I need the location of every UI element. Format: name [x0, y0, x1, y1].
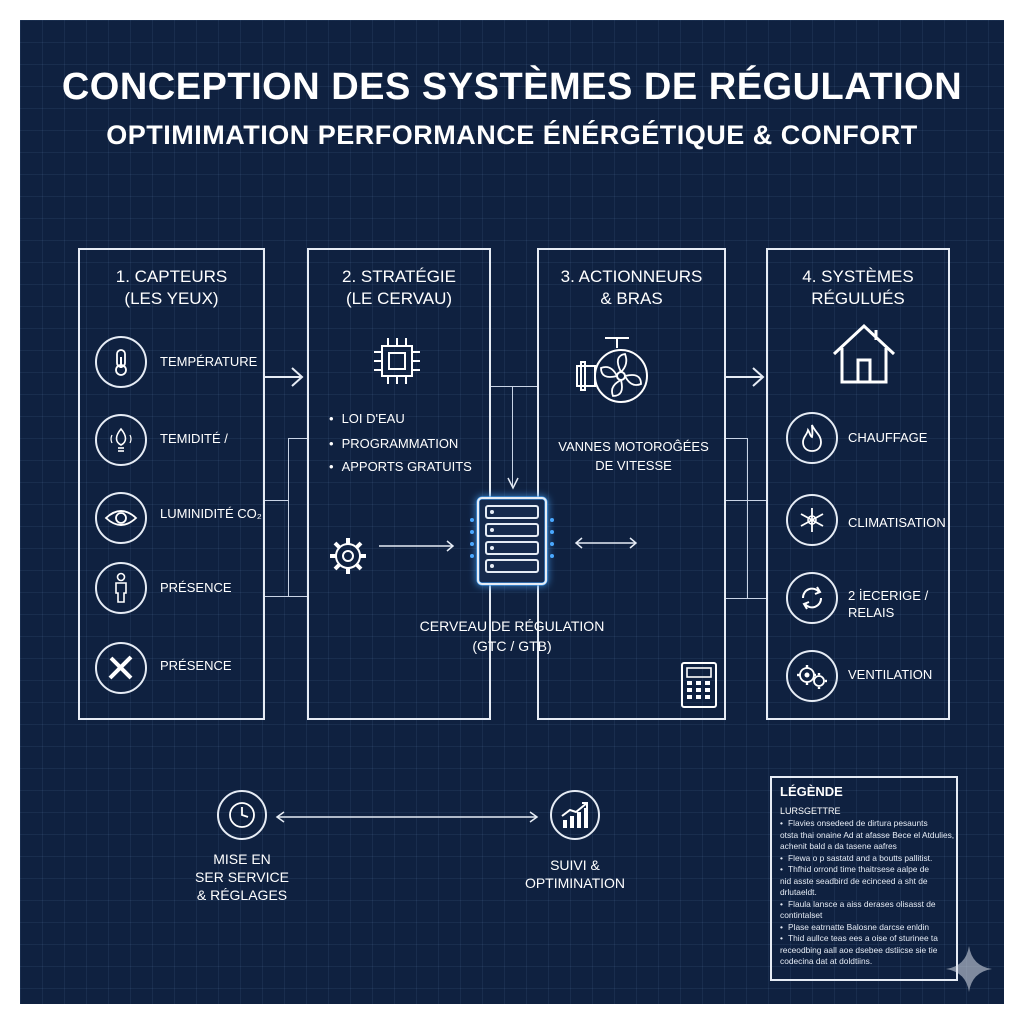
legend-item: Flavies onsedeed de dirtura pesaunts: [780, 818, 958, 830]
commissioning-label: MISE EN SER SERVICE & RÉGLAGES: [195, 851, 289, 903]
connector-line: [725, 598, 767, 599]
legend-box: LÉGÈNDE LURSGETTRE Flavies onsedeed de d…: [770, 776, 958, 981]
cpu-chip-icon: [374, 338, 420, 384]
humidity-bulb-icon: [95, 414, 147, 466]
strategy-bullet: APPORTS GRATUITS: [329, 459, 472, 474]
legend-item: achenit bald a da tasene aafres: [780, 841, 897, 851]
page-title: CONCEPTION DES SYSTÈMES DE RÉGULATION: [61, 66, 963, 108]
eye-icon: [95, 492, 147, 544]
sensor-label: TEMIDITÉ /: [160, 431, 228, 446]
legend-item: nid asste seadbird de ecinceed a sht de: [780, 875, 928, 886]
clock-icon: [217, 790, 267, 840]
sensor-label: PRÉSENCE: [160, 658, 232, 673]
connector-line: [264, 596, 308, 597]
gear-icon: [330, 538, 366, 574]
legend-item: receodbing aall aoe dsebee dstiicse sie …: [780, 944, 938, 955]
connector-line: [490, 386, 538, 387]
panel-title: 3. ACTIONNEURS & BRAS: [560, 267, 703, 308]
snowflake-icon: [786, 494, 838, 546]
page-subtitle: OPTIMIMATION PERFORMANCE ÉNÉRGÉTIQUE & C…: [106, 120, 918, 150]
growth-chart-icon: [550, 790, 600, 840]
flame-icon: [786, 412, 838, 464]
legend-item: codecina dat at doldtiins.: [780, 956, 873, 966]
sparkle-icon: [946, 946, 992, 992]
thermometer-icon: [95, 336, 147, 388]
panel-title: 1. CAPTEURS (LES YEUX): [115, 267, 228, 308]
panel-title: 4. SYSTÈMES RÉGULUÉS: [802, 267, 914, 308]
panel-sensors: 1. CAPTEURS (LES YEUX) TEMPÉRATURE TEMID…: [78, 248, 265, 720]
legend-item: Flaula lansce a aiss derases olisasst de: [780, 899, 958, 911]
bidirectional-arrow-icon: [574, 537, 638, 549]
panel-regulated-systems: 4. SYSTÈMES RÉGULUÉS CHAUFFAGE CLIMATISA…: [766, 248, 950, 720]
connector-line: [288, 438, 289, 596]
sensor-label: PRÉSENCE: [160, 580, 232, 595]
crossed-tools-icon: [95, 642, 147, 694]
legend-title: LÉGÈNDE: [780, 784, 843, 799]
legend-subtitle: LURSGETTRE: [780, 806, 841, 816]
connector-line: [512, 386, 513, 486]
arrow-to-controller-icon: [379, 540, 455, 552]
connector-line: [288, 438, 308, 439]
legend-item: Flewa o p sastatd and a boutts pallitist…: [780, 853, 958, 865]
legend-item: drlutaeldt.: [780, 887, 817, 897]
connector-line: [747, 438, 748, 598]
person-icon: [95, 562, 147, 614]
cycle-arrows-icon: [786, 572, 838, 624]
system-label: CHAUFFAGE: [848, 430, 928, 445]
system-label: CLIMATISATION: [848, 515, 946, 530]
connector-line: [725, 438, 747, 439]
calculator-icon: [681, 662, 717, 708]
system-label: VENTILATION: [848, 667, 933, 682]
system-label: 2 İECERIGE / RELAIS: [848, 588, 929, 620]
fan-gears-icon: [786, 650, 838, 702]
connector-line: [725, 500, 767, 501]
panel-strategy: 2. STRATÉGIE (LE CERVAU) LOI D'EAU PROGR…: [307, 248, 491, 720]
monitoring-label: SUIVI & OPTIMINATION: [524, 857, 626, 891]
actuator-text: VANNES MOTOROĜÉES DE VITESSE: [558, 439, 709, 473]
legend-item: otsta thai onaine Ad at afasse Bece el A…: [780, 829, 955, 840]
legend-items: Flavies onsedeed de dirtura pesaunts ots…: [780, 818, 958, 968]
down-arrow-icon: [507, 477, 519, 490]
motorized-valve-fan-icon: [576, 337, 648, 403]
bidirectional-arrow-icon: [275, 811, 539, 823]
panel-actuators: 3. ACTIONNEURS & BRAS VANNES MOTOROĜÉES …: [537, 248, 726, 720]
legend-item: Plase eatrnatte Balosne darcse enldin: [780, 922, 958, 934]
connector-line: [264, 500, 288, 501]
flow-arrow-icon: [725, 367, 765, 387]
flow-arrow-icon: [264, 367, 304, 387]
sensor-label: LUMINIDITÉ CO₂: [160, 506, 262, 521]
panel-title: 2. STRATÉGIE (LE CERVAU): [342, 267, 456, 308]
strategy-bullet: PROGRAMMATION: [329, 436, 459, 451]
legend-item: Thid aullce teas ees a oise of sturinee …: [780, 933, 958, 945]
strategy-bullet: LOI D'EAU: [329, 411, 405, 426]
legend-item: contintalset: [780, 910, 823, 920]
server-rack-icon: [470, 496, 554, 586]
sensor-label: TEMPÉRATURE: [160, 354, 258, 369]
house-icon: [832, 323, 896, 384]
controller-label: CERVEAU DE RÉGULATION (GTC / GTB): [419, 618, 605, 654]
legend-item: Thfhid orrond time thaitrsese aalpe de: [780, 864, 958, 876]
